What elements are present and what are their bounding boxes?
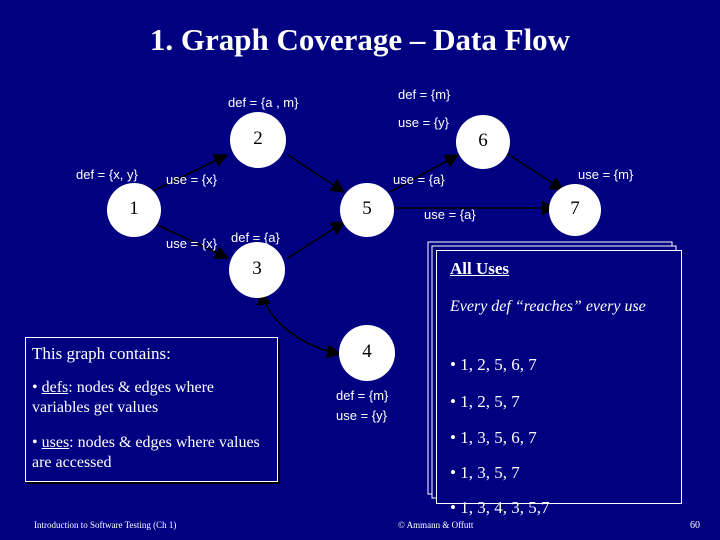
slide-title: 1. Graph Coverage – Data Flow — [149, 22, 571, 57]
path-item: • 1, 2, 5, 6, 7 — [450, 355, 537, 374]
node-1 — [107, 183, 161, 237]
node-7 — [549, 184, 601, 236]
info-box-heading: This graph contains: — [32, 344, 171, 363]
node-4-label: 4 — [362, 341, 372, 362]
all-uses-box — [436, 250, 682, 504]
def-label-node-3: def = {a} — [231, 230, 280, 245]
use-label-node-4: use = {y} — [336, 408, 387, 423]
path-item: • 1, 3, 4, 3, 5,7 — [450, 498, 550, 517]
node-1-label: 1 — [129, 198, 139, 219]
defs-term: defs — [41, 379, 69, 396]
node-3-label: 3 — [252, 258, 262, 279]
use-label-edge-1-2: use = {x} — [166, 172, 217, 187]
all-uses-title: All Uses — [450, 259, 510, 278]
node-3 — [229, 242, 285, 298]
node-6-label: 6 — [478, 130, 488, 151]
use-label-edge-6-7: use = {m} — [578, 167, 634, 182]
defs-bullet: • — [32, 379, 38, 396]
edge-1-3 — [150, 221, 230, 260]
edge-1-2 — [150, 154, 229, 193]
uses-description: • uses: nodes & edges where values are a… — [32, 433, 272, 473]
node-5-label: 5 — [362, 198, 372, 219]
path-item: • 1, 3, 5, 6, 7 — [450, 428, 537, 447]
uses-bullet: • — [32, 434, 38, 451]
edge-2-5 — [287, 154, 346, 193]
node-7-label: 7 — [570, 198, 580, 219]
footer-copyright: © Ammann & Offutt — [398, 520, 474, 530]
use-label-node-6: use = {y} — [398, 115, 449, 130]
node-6 — [456, 115, 510, 169]
def-label-node-2: def = {a , m} — [228, 95, 299, 110]
all-uses-note: Every def “reaches” every use — [450, 298, 646, 315]
info-box: This graph contains: • defs: nodes & edg… — [25, 337, 278, 482]
defs-description: • defs: nodes & edges where variables ge… — [32, 378, 272, 418]
path-item: • 1, 2, 5, 7 — [450, 392, 520, 411]
node-2-label: 2 — [253, 128, 263, 149]
uses-rest: : nodes & edges where values are accesse… — [32, 434, 260, 471]
page-number: 60 — [690, 520, 700, 531]
node-4 — [339, 325, 395, 381]
def-label-node-1: def = {x, y} — [76, 167, 138, 182]
node-2 — [230, 112, 286, 168]
def-label-node-6: def = {m} — [398, 87, 451, 102]
defs-rest: : nodes & edges where variables get valu… — [32, 379, 214, 416]
uses-term: uses — [41, 434, 70, 451]
use-label-edge-5-7: use = {a} — [424, 207, 476, 222]
edge-5-6 — [389, 154, 460, 193]
node-5 — [340, 183, 394, 237]
edge-3-5 — [287, 221, 346, 259]
path-item: • 1, 3, 5, 7 — [450, 463, 520, 482]
use-label-edge-1-3: use = {x} — [166, 236, 217, 251]
footer-course: Introduction to Software Testing (Ch 1) — [34, 520, 177, 530]
edge-3-4-loop — [256, 290, 342, 359]
use-label-edge-5-6: use = {a} — [393, 172, 445, 187]
def-label-node-4: def = {m} — [336, 388, 389, 403]
edge-6-7 — [504, 151, 565, 191]
